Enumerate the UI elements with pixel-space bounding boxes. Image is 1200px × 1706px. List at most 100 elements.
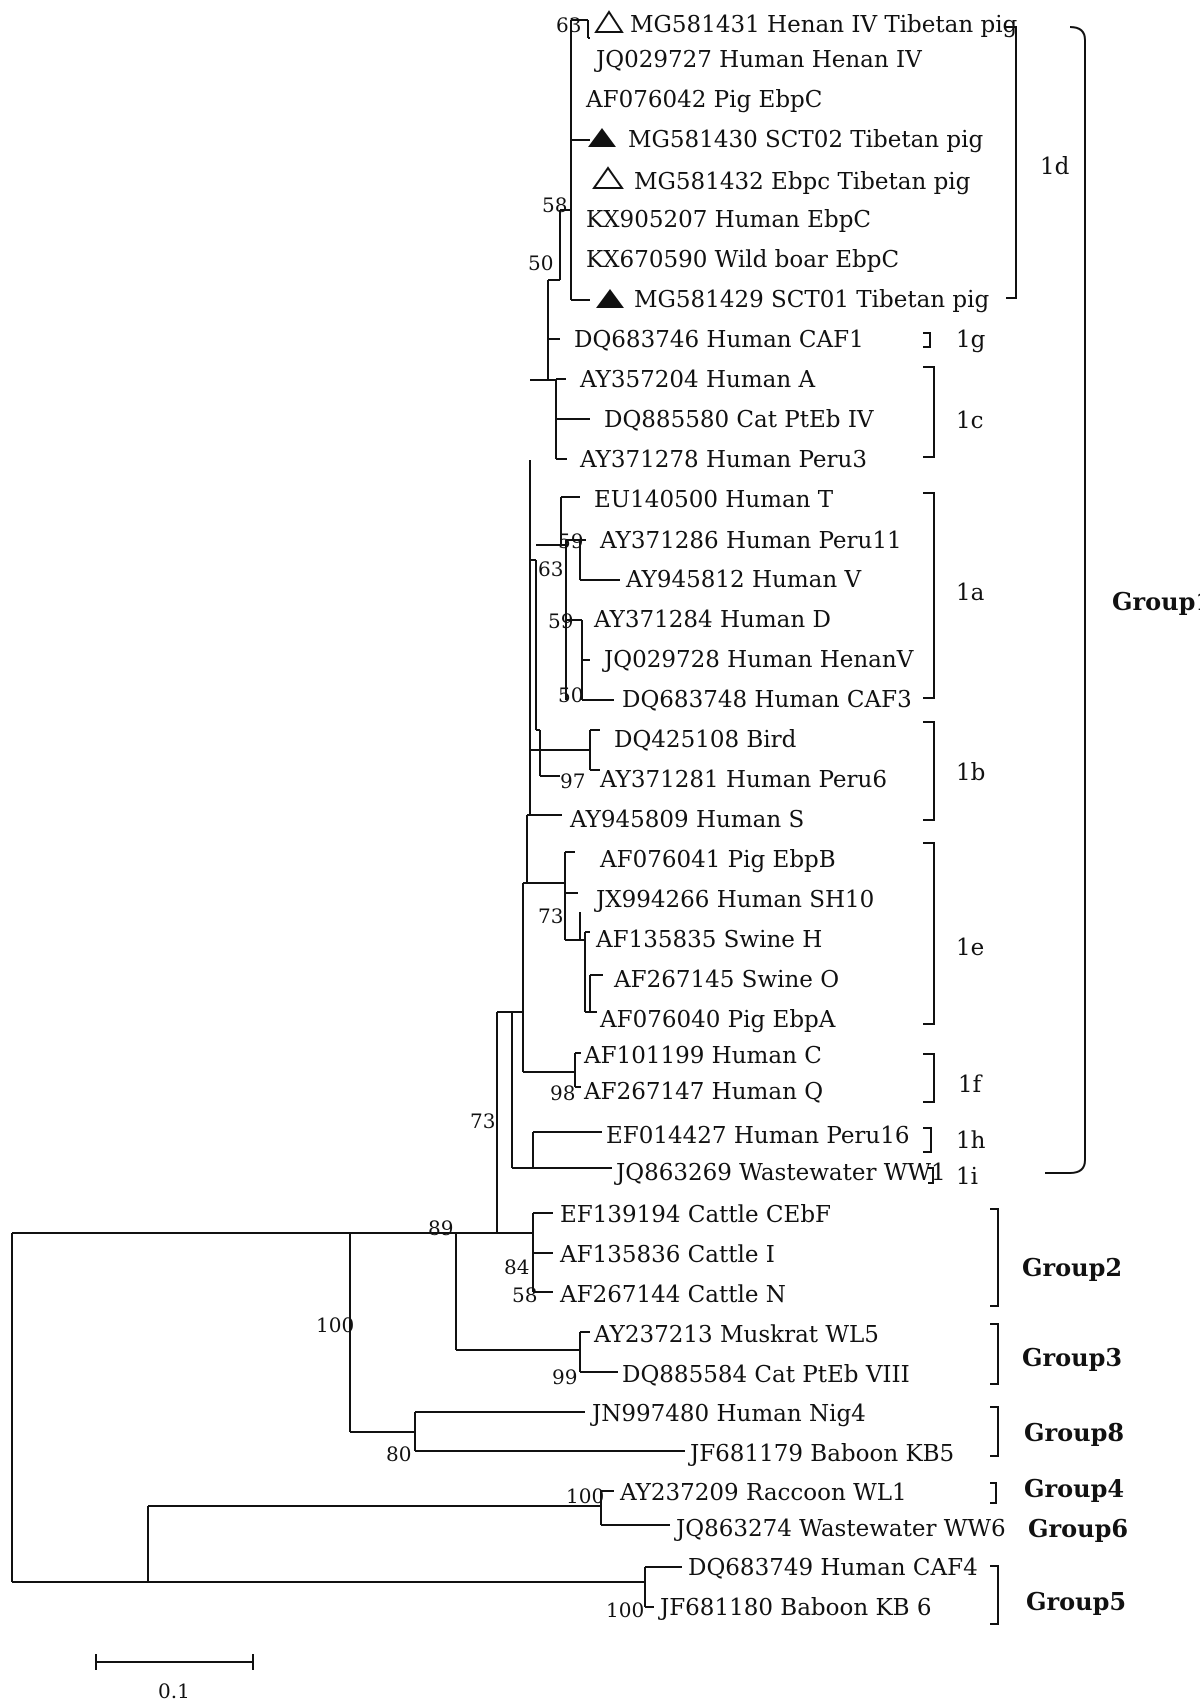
leaf-label: AF267147 Human Q [583, 1079, 823, 1105]
group-label: Group1 [1112, 587, 1200, 616]
bootstrap-value: 73 [470, 1109, 495, 1133]
leaf-label: JQ029728 Human HenanV [602, 647, 914, 673]
bootstrap-value: 58 [542, 193, 567, 217]
group-label: Group2 [1022, 1253, 1122, 1282]
leaf-label: DQ425108 Bird [614, 727, 797, 753]
group-brackets: Group1 Group2 Group3 Group8 Group4 Group… [990, 26, 1200, 1625]
leaf-label: MG581432 Ebpc Tibetan pig [634, 169, 971, 195]
leaf-label: JF681179 Baboon KB5 [688, 1441, 954, 1467]
leaf-label: EU140500 Human T [594, 487, 834, 513]
bracket-1i [928, 1167, 934, 1184]
bootstrap-value: 63 [538, 557, 563, 581]
open-triangle-marker [592, 166, 624, 189]
subtype-label: 1b [956, 760, 985, 786]
leaf-label: AF135836 Cattle I [559, 1242, 775, 1268]
subtype-brackets: 1d 1g 1c 1a 1b 1e 1f 1h 1i [923, 26, 1070, 1190]
bootstrap-value: 50 [528, 251, 553, 275]
bracket-group1 [1045, 26, 1086, 1174]
bootstrap-value: 100 [316, 1313, 354, 1337]
bootstrap-value: 99 [552, 1365, 577, 1389]
leaf-label: AF076041 Pig EbpB [599, 847, 836, 873]
leaf-label: AY371286 Human Peru11 [599, 528, 902, 554]
subtype-label: 1i [956, 1164, 978, 1190]
leaf-label: JF681180 Baboon KB 6 [658, 1595, 931, 1621]
bootstrap-value: 100 [606, 1598, 644, 1622]
leaf-label: AF267145 Swine O [613, 967, 839, 993]
subtype-label: 1e [956, 935, 984, 961]
bracket-group5 [990, 1565, 999, 1625]
leaf-label: MG581429 SCT01 Tibetan pig [634, 287, 989, 313]
bracket-group8 [990, 1406, 999, 1457]
subtype-label: 1g [956, 327, 986, 353]
subtype-label: 1c [956, 408, 984, 434]
bootstrap-value: 73 [538, 904, 563, 928]
leaf-label: AF076040 Pig EbpA [599, 1007, 836, 1033]
bracket-1b [923, 721, 935, 821]
leaf-label: EF139194 Cattle CEbF [560, 1202, 831, 1228]
bootstrap-value: 98 [550, 1081, 575, 1105]
leaf-label: AY357204 Human A [579, 367, 815, 393]
leaf-label: DQ683748 Human CAF3 [622, 687, 912, 713]
bootstrap-value: 59 [548, 609, 573, 633]
leaf-label: AF267144 Cattle N [559, 1282, 786, 1308]
leaf-label: AY945809 Human S [569, 807, 804, 833]
leaf-label: AY371284 Human D [593, 607, 831, 633]
bootstrap-value: 80 [386, 1442, 411, 1466]
group-label: Group5 [1026, 1587, 1126, 1616]
leaf-label: JX994266 Human SH10 [594, 887, 874, 913]
group-label: Group6 [1028, 1514, 1128, 1543]
bootstrap-value: 59 [558, 529, 583, 553]
leaf-label: MG581431 Henan IV Tibetan pig [630, 12, 1018, 38]
leaf-label: DQ885580 Cat PtEb IV [604, 407, 874, 433]
leaf-label: AY237213 Muskrat WL5 [593, 1322, 879, 1348]
bootstrap-value: 84 [504, 1255, 529, 1279]
scale-bar: 0.1 [95, 1654, 254, 1703]
bracket-group4 [990, 1482, 997, 1504]
group-label: Group8 [1024, 1418, 1124, 1447]
bootstrap-value: 63 [556, 13, 581, 37]
leaf-label: AF076042 Pig EbpC [585, 87, 822, 113]
filled-triangle-marker [596, 289, 624, 308]
bracket-1c [923, 366, 935, 458]
open-triangle-marker [594, 10, 624, 33]
bootstrap-values: 63 58 50 59 63 59 50 97 73 98 73 89 84 5… [316, 13, 644, 1622]
leaf-label: KX905207 Human EbpC [586, 207, 871, 233]
scale-bar-label: 0.1 [158, 1679, 190, 1703]
leaf-label: DQ683749 Human CAF4 [688, 1555, 978, 1581]
bracket-group2 [990, 1208, 999, 1307]
leaf-markers [588, 10, 624, 308]
leaf-label: MG581430 SCT02 Tibetan pig [628, 127, 983, 153]
bracket-1h [923, 1127, 932, 1153]
leaf-label: AY945812 Human V [625, 567, 861, 593]
leaf-label: DQ683746 Human CAF1 [574, 327, 864, 353]
group-label: Group3 [1022, 1343, 1122, 1372]
leaf-label: AF135835 Swine H [595, 927, 822, 953]
leaf-label: JQ029727 Human Henan IV [594, 47, 922, 73]
leaf-label: JQ863274 Wastewater WW6 [674, 1516, 1006, 1542]
leaf-label: DQ885584 Cat PtEb VIII [622, 1362, 910, 1388]
group-label: Group4 [1024, 1474, 1124, 1503]
bootstrap-value: 50 [558, 683, 583, 707]
leaf-label: EF014427 Human Peru16 [606, 1123, 910, 1149]
subtype-label: 1f [958, 1072, 983, 1098]
leaf-labels: MG581431 Henan IV Tibetan pig JQ029727 H… [559, 12, 1018, 1621]
bootstrap-value: 97 [560, 769, 585, 793]
leaf-label: AY371278 Human Peru3 [579, 447, 867, 473]
bracket-1e [923, 842, 935, 1025]
scale-bar-line [95, 1654, 254, 1670]
leaf-label: AY237209 Raccoon WL1 [619, 1480, 907, 1506]
bracket-1f [923, 1053, 935, 1103]
filled-triangle-marker [588, 128, 616, 147]
bracket-1d [1006, 26, 1017, 299]
bootstrap-value: 100 [566, 1484, 604, 1508]
leaf-label: AF101199 Human C [583, 1043, 822, 1069]
leaf-label: KX670590 Wild boar EbpC [586, 247, 899, 273]
bracket-1g [923, 332, 931, 348]
subtype-label: 1h [956, 1128, 986, 1154]
bracket-1a [923, 492, 935, 699]
bracket-group3 [990, 1323, 999, 1385]
bootstrap-value: 58 [512, 1283, 537, 1307]
tree-branches [11, 19, 685, 1608]
leaf-label: JN997480 Human Nig4 [590, 1401, 866, 1427]
